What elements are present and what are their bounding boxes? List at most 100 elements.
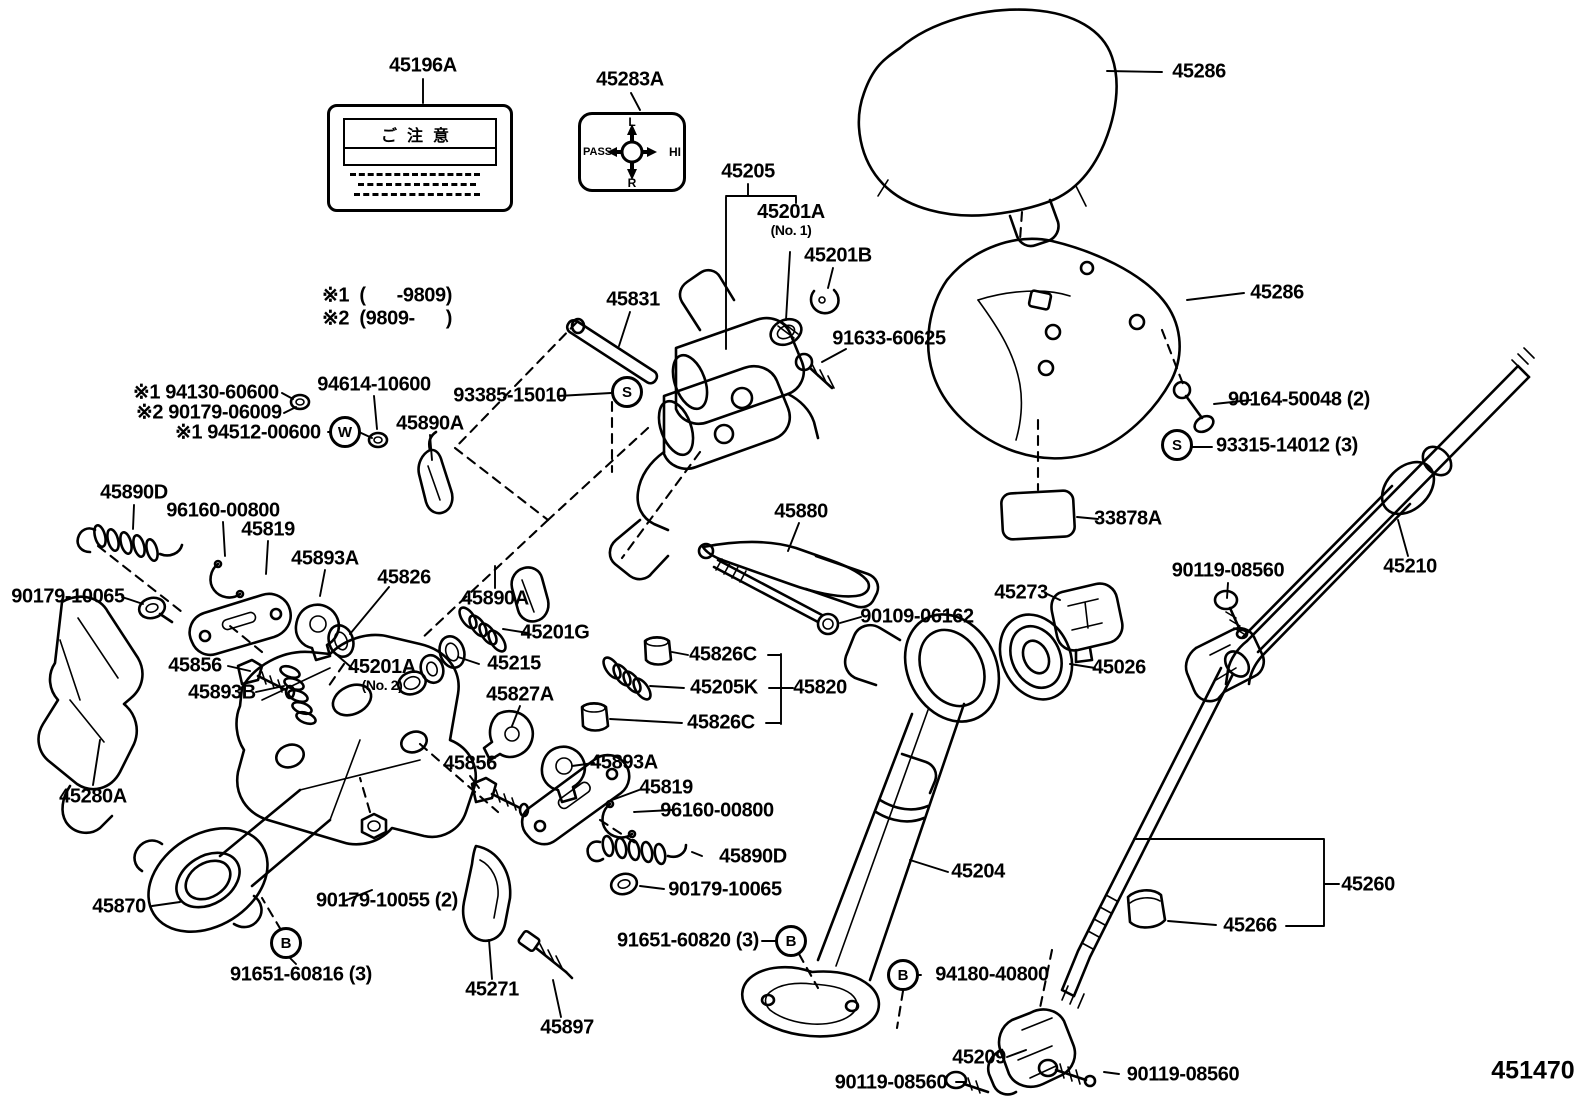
screw-45856-1	[236, 658, 296, 700]
selector-label-low: L	[628, 115, 636, 129]
part-number-text: 90179-10065	[668, 878, 782, 901]
note-text: ※1 ( -9809)	[322, 284, 453, 307]
callout-45820: 45820	[793, 677, 847, 699]
column-tube-45204	[740, 613, 1001, 1038]
callout-45280A: 45280A	[59, 785, 127, 808]
callout-45210: 45210	[1383, 555, 1437, 578]
callout-90179-10055: 90179-10055 (2)	[316, 890, 458, 912]
callout-45880: 45880	[774, 500, 828, 523]
selector-label-r: R	[627, 176, 637, 190]
caution-plate-divider	[345, 147, 495, 149]
universal-joint-45209	[986, 1008, 1077, 1096]
callout-45201G: 45201G	[520, 621, 590, 644]
callout-45201B: 45201B	[804, 244, 872, 267]
callout-94512-00600: ※1 94512-00600	[175, 422, 321, 444]
part-number-text: 33878A	[1094, 507, 1162, 530]
circled-letter-marker-B-6: B	[887, 959, 919, 991]
callout-45831: 45831	[606, 289, 660, 311]
callout-45827A: 45827A	[486, 684, 554, 706]
callout-94180-40800: 94180-40800	[935, 963, 1049, 986]
callout-90119-08560-2: 90119-08560	[834, 1071, 948, 1094]
part-number-text: 45201A	[757, 201, 825, 224]
lever-plate-45819-1	[188, 592, 292, 657]
flange-45870	[133, 827, 269, 933]
nut-90179-10055	[360, 812, 388, 840]
bushing-45201A-no1	[769, 317, 803, 347]
circled-letter-marker-B-5: B	[775, 925, 807, 957]
part-number-text: 45826C	[687, 711, 755, 734]
callout-45026: 45026	[1092, 656, 1146, 679]
steering-main-shaft-45210	[1223, 347, 1535, 686]
part-number-text: 45209	[952, 1046, 1006, 1069]
column-upper-cover-45286	[857, 8, 1118, 248]
part-number-text: 45890D	[719, 845, 787, 868]
part-number-text: 93385-15010	[453, 384, 567, 407]
caution-plate-text-line	[358, 183, 476, 186]
callout-45209: 45209	[952, 1046, 1006, 1069]
callout-45826: 45826	[377, 567, 431, 589]
part-number-text: 45201G	[520, 621, 590, 644]
nut-94130-cluster	[289, 393, 311, 411]
part-number-text: 45826C	[689, 643, 757, 666]
bracket-45280A	[37, 595, 144, 835]
part-number-text: ※2 90179-06009	[136, 401, 282, 424]
part-number-text: 45819	[639, 776, 693, 799]
callout-45201A-no1: 45201A(No. 1)	[757, 202, 825, 238]
part-number-text: 45893A	[291, 547, 359, 570]
callout-45893B: 45893B	[188, 682, 256, 704]
part-number-text: 45201B	[804, 244, 872, 267]
part-number-text: 45286	[1172, 60, 1226, 83]
callout-45893A-1: 45893A	[291, 547, 359, 570]
part-number-text: 45283A	[596, 68, 664, 91]
note-text: ※2 (9809- )	[322, 307, 453, 330]
nut-90179-10065-1	[137, 596, 174, 624]
caution-plate-header: ご注意	[343, 118, 497, 166]
pawl-45827A	[482, 710, 534, 762]
snap-ring-96160-1	[209, 559, 245, 599]
part-number-text: 45204	[951, 860, 1005, 883]
part-number-text: 45273	[994, 581, 1048, 604]
part-number-text: 94180-40800	[935, 963, 1049, 986]
snap-ring-96160-2	[601, 799, 637, 839]
bearing-45026	[998, 613, 1074, 701]
part-number-text: 45196A	[389, 54, 457, 77]
part-number-text: 90119-08560	[834, 1071, 948, 1094]
part-number-text: 45856	[168, 654, 222, 677]
callout-45890A-1: 45890A	[396, 412, 464, 435]
bolt-90119-08560-3	[1037, 1058, 1097, 1088]
selector-arrows-icon	[607, 124, 657, 180]
clamp-45273	[1050, 582, 1124, 664]
callout-45266: 45266	[1223, 915, 1277, 937]
callout-93315-14012: 93315-14012 (3)	[1216, 435, 1358, 457]
screw-45897	[517, 929, 574, 980]
callout-45205: 45205	[721, 161, 775, 183]
callout-45890D-1: 45890D	[100, 481, 168, 504]
callout-45870: 45870	[92, 895, 146, 918]
turn-signal-rod-45831	[565, 317, 659, 385]
callout-45196A: 45196A	[389, 54, 457, 77]
part-number-text: 91633-60625	[832, 327, 946, 350]
callout-45286-lower: 45286	[1250, 282, 1304, 304]
caution-plate-title: ご注意	[380, 128, 459, 145]
part-number-text: 45026	[1092, 656, 1146, 679]
part-number-text: 45870	[92, 895, 146, 918]
part-number-text: 45280A	[59, 785, 127, 808]
callout-96160-00800-2: 96160-00800	[660, 800, 774, 822]
callout-45890A-2: 45890A	[461, 587, 529, 610]
part-number-text: 45890D	[100, 481, 168, 504]
circled-letter-marker-S-3: S	[1161, 429, 1193, 461]
bolt-90119-08560-2	[944, 1070, 990, 1094]
callout-90179-10065-1: 90179-10065	[11, 586, 125, 608]
part-number-text: 90119-08560	[1171, 559, 1285, 582]
tension-spring-45890D-1	[76, 523, 184, 563]
part-number-text: 91651-60816 (3)	[230, 963, 372, 986]
washer-45215	[438, 635, 466, 669]
part-number-text: 45890A	[461, 587, 529, 610]
callout-91651-60816: 91651-60816 (3)	[230, 963, 372, 986]
part-number-text: 45880	[774, 500, 828, 523]
part-number-text: 45890A	[396, 412, 464, 435]
part-number-text: 45210	[1383, 555, 1437, 578]
bushing-45201A-no2	[397, 653, 445, 696]
callout-45260: 45260	[1341, 874, 1395, 896]
